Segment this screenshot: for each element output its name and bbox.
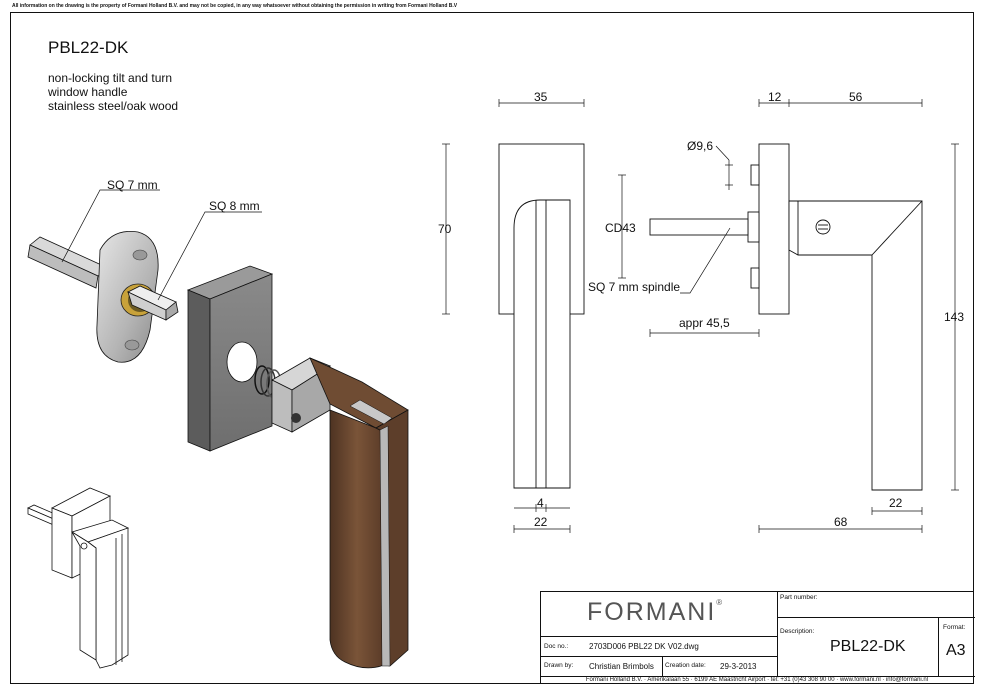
description-label: Description:	[780, 628, 815, 635]
footer-cell	[541, 676, 975, 685]
drawn-value: Christian Brimbols	[589, 662, 654, 671]
description-value: PBL22-DK	[830, 638, 906, 655]
dim-lever-22: 22	[889, 496, 903, 510]
callout-spindle: SQ 7 mm spindle	[588, 280, 680, 294]
dim-front-width: 35	[534, 90, 548, 104]
created-value: 29-3-2013	[720, 662, 757, 671]
created-label: Creation date:	[665, 662, 706, 669]
callout-sq8: SQ 8 mm	[209, 199, 260, 213]
doc-label: Doc no.:	[544, 643, 569, 650]
spacer-block	[186, 265, 274, 452]
format-label: Format:	[943, 624, 966, 631]
dim-bottom-4: 4	[537, 496, 544, 510]
description-cell: Description: PBL22-DK	[778, 618, 939, 676]
formani-logo: FORMANI®	[587, 598, 725, 626]
drawn-label: Drawn by:	[544, 662, 574, 669]
logo-cell: FORMANI®	[541, 592, 778, 636]
drawn-cell: Drawn by: Christian Brimbols Creation da…	[541, 656, 778, 676]
handle-3d-render	[271, 357, 409, 669]
part-number-label: Part number:	[780, 594, 818, 601]
format-cell: Format: A3	[939, 618, 975, 676]
description-line: stainless steel/oak wood	[48, 99, 179, 113]
copyright-notice: All information on the drawing is the pr…	[12, 3, 458, 9]
dim-height-143: 143	[944, 310, 964, 324]
side-dimensions	[618, 99, 959, 533]
format-value: A3	[946, 642, 966, 659]
drawn-divider	[662, 657, 663, 676]
front-dimensions	[442, 99, 585, 533]
doc-cell: Doc no.: 2703D006 PBL22 DK V02.dwg	[541, 636, 778, 656]
title-block: FORMANI® Part number: Description: PBL22…	[540, 591, 975, 685]
isometric-sketch	[27, 487, 130, 669]
square-spindle-7mm	[27, 236, 109, 289]
description-line: non-locking tilt and turn	[48, 71, 173, 85]
dim-cd: CD43	[605, 221, 636, 235]
callout-line-sq8	[157, 211, 262, 301]
side-view	[649, 143, 923, 491]
front-view	[498, 143, 585, 489]
company-footer: Formani Holland B.V. · Amerikalaan 55 · …	[585, 677, 929, 683]
description-line: window handle	[48, 85, 128, 99]
doc-value: 2703D006 PBL22 DK V02.dwg	[589, 642, 699, 651]
dim-lever-68: 68	[834, 515, 848, 529]
drawing-frame	[10, 12, 974, 684]
dim-diameter: Ø9,6	[687, 139, 713, 153]
dim-appr: appr 45,5	[679, 316, 730, 330]
callout-line-sq7	[61, 189, 160, 263]
dim-front-height: 70	[438, 222, 452, 236]
dim-side-12: 12	[768, 90, 782, 104]
drawing-title: PBL22-DK	[48, 38, 129, 57]
part-number-cell: Part number:	[778, 592, 975, 618]
dim-bottom-22: 22	[534, 515, 548, 529]
dim-side-56: 56	[849, 90, 863, 104]
product-description: non-locking tilt and turn window handle …	[48, 71, 178, 113]
square-spindle-8mm	[127, 285, 179, 321]
callout-sq7: SQ 7 mm	[107, 178, 158, 192]
